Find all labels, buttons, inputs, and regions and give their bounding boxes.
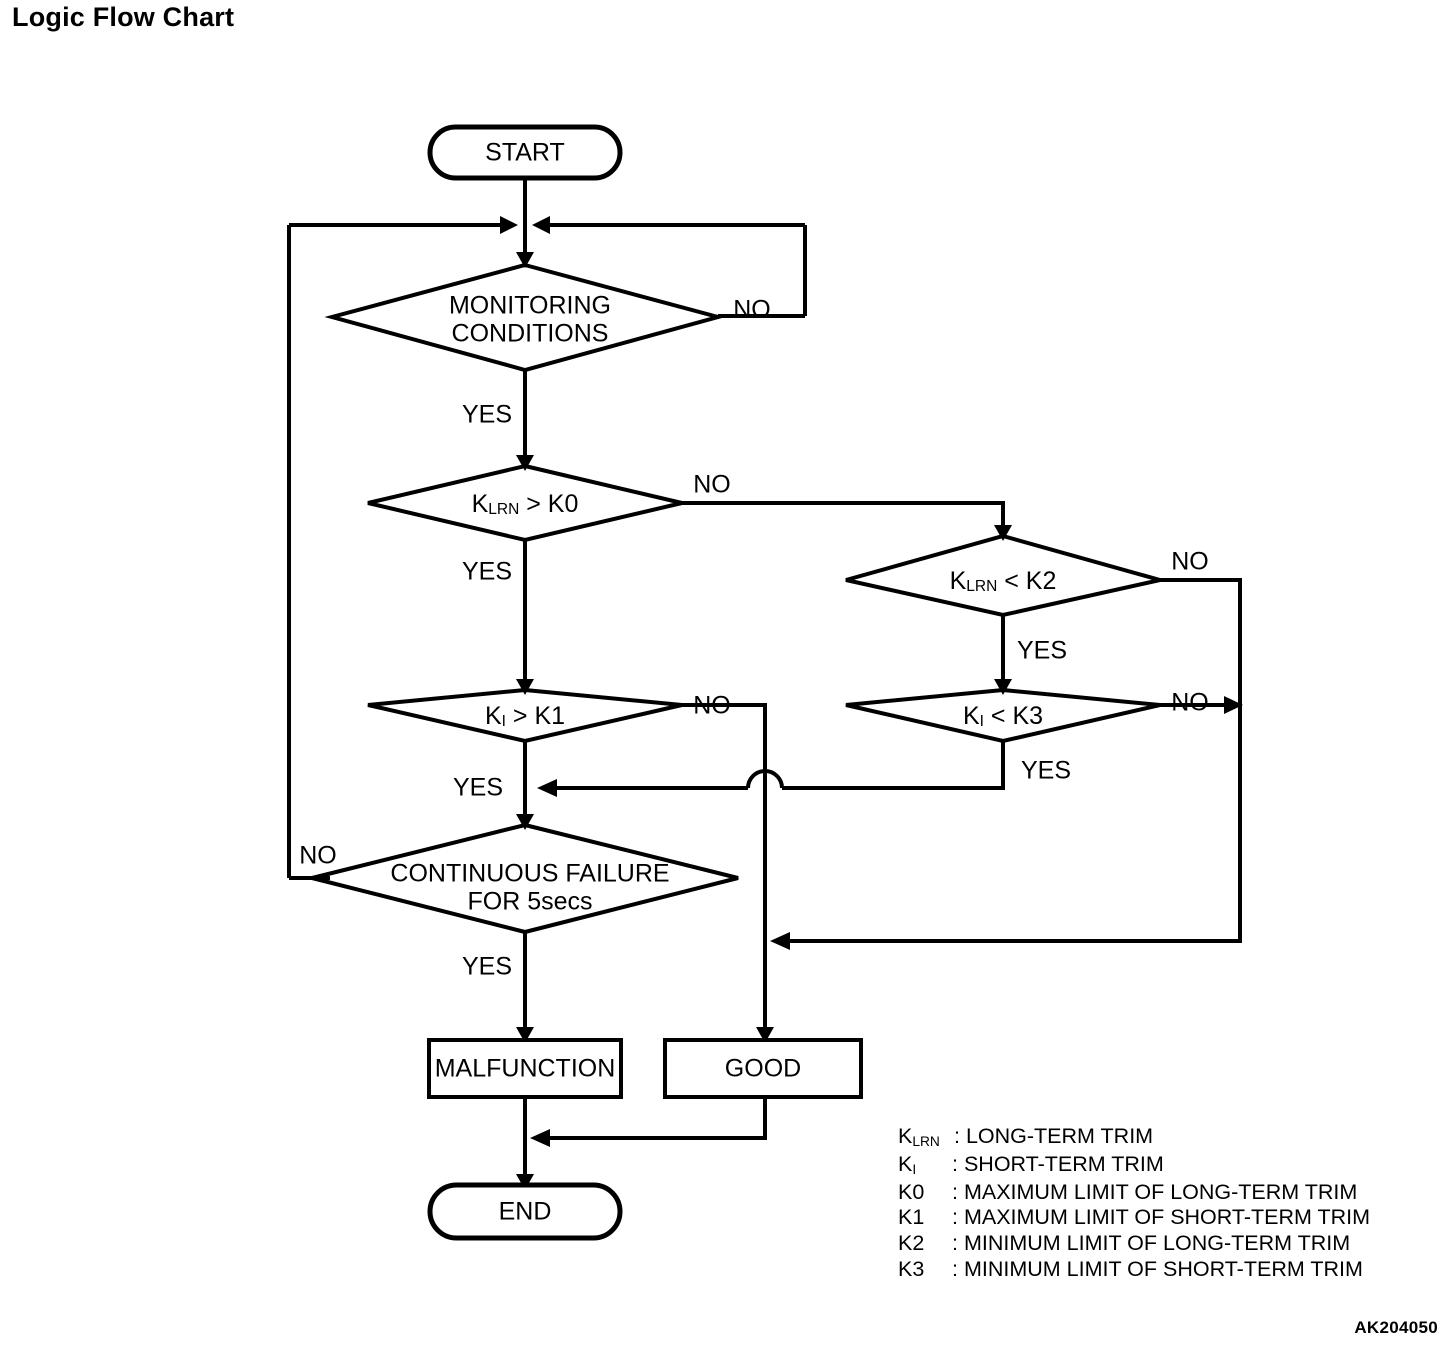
legend-symbol-subscript: I [912,1161,917,1177]
arrowhead-continuous-failure-in [516,814,534,830]
klrn-gt-k0-prefix: K [472,490,489,518]
arrowhead-klrn-k0-in [516,455,534,471]
ki-gt-k1-suffix: > K1 [506,702,565,730]
node-end-label: END [499,1198,552,1226]
node-klrn-lt-k2[interactable]: KLRN < K2 [845,533,1161,618]
ki-lt-k3-prefix: K [963,702,980,730]
node-continuous-failure[interactable]: CONTINUOUS FAILURE FOR 5secs [311,822,739,935]
arrowhead-good-in [756,1027,774,1043]
edge-klrn-k2-no [778,578,1242,943]
node-continuous-failure-label-1: CONTINUOUS FAILURE [390,860,669,888]
node-start[interactable]: START [427,124,623,181]
node-monitoring-conditions[interactable]: MONITORING CONDITIONS [324,262,726,373]
edge-label-continuous-failure-no: NO [299,842,337,870]
arrowhead-monitoring-in [516,252,534,268]
node-good-label: GOOD [725,1055,801,1083]
legend-row: K3 : MINIMUM LIMIT OF SHORT-TERM TRIM [898,1257,1370,1283]
legend-symbol: K2 [898,1231,925,1256]
edge-label-ki-k1-no: NO [693,692,731,720]
node-end[interactable]: END [427,1182,623,1241]
node-monitoring-label-1: MONITORING [449,292,611,320]
node-klrn-gt-k0-label: KLRN > K0 [472,490,579,518]
klrn-gt-k0-suffix: > K0 [519,490,578,518]
legend-row: KLRN : LONG-TERM TRIM [898,1124,1370,1152]
legend-description: : SHORT-TERM TRIM [952,1151,1164,1176]
node-start-label: START [485,139,565,167]
legend-symbol: KI [898,1151,917,1177]
edge-label-ki-k3-yes: YES [1021,757,1071,785]
ki-gt-k1-sub: I [502,713,506,730]
node-ki-gt-k1[interactable]: KI > K1 [367,687,683,744]
node-monitoring-label-2: CONDITIONS [452,320,609,348]
klrn-lt-k2-prefix: K [950,567,967,595]
arrowhead-loop-left [500,216,518,234]
legend-symbol: K3 [898,1256,925,1281]
node-continuous-failure-label-2: FOR 5secs [467,888,592,916]
legend-row: K1 : MAXIMUM LIMIT OF SHORT-TERM TRIM [898,1205,1370,1231]
page-title: Logic Flow Chart [12,2,235,32]
arrowhead-good-merge-left [770,932,790,950]
arrowhead-klrn-k2-in [994,525,1012,541]
arrowhead-end-merge [530,1129,550,1147]
legend-row: KI : SHORT-TERM TRIM [898,1152,1370,1180]
legend-description: : MAXIMUM LIMIT OF SHORT-TERM TRIM [952,1205,1371,1230]
legend-row: K0 : MAXIMUM LIMIT OF LONG-TERM TRIM [898,1180,1370,1206]
edge-label-monitoring-no: NO [733,296,771,324]
arrowhead-ki-k1-yes-merge [537,779,557,797]
node-ki-lt-k3-label: KI < K3 [963,702,1043,730]
ki-lt-k3-sub: I [980,713,984,730]
klrn-gt-k0-sub: LRN [488,501,519,518]
legend-symbol: KLRN [898,1124,940,1149]
edge-label-monitoring-yes: YES [462,401,512,429]
figure-code: AK204050 [1354,1318,1438,1337]
arrowhead-end-in [516,1174,534,1190]
node-good[interactable]: GOOD [663,1038,863,1099]
arrowhead-ki-k3-no [1224,696,1243,714]
edge-label-ki-k3-no: NO [1171,689,1209,717]
edge-label-klrn-k2-no: NO [1171,548,1209,576]
legend-symbol: K0 [898,1179,925,1204]
node-ki-lt-k3[interactable]: KI < K3 [845,687,1161,744]
edge-label-ki-k1-yes: YES [453,774,503,802]
legend-symbol-subscript: LRN [912,1134,940,1149]
edge-ki-k1-no [682,703,767,1038]
arrowhead-ki-k1-in [516,679,534,695]
legend-description: : MAXIMUM LIMIT OF LONG-TERM TRIM [952,1179,1358,1204]
edge-klrn-k0-no [682,501,1005,536]
legend-description: : MINIMUM LIMIT OF LONG-TERM TRIM [952,1231,1351,1256]
node-klrn-lt-k2-label: KLRN < K2 [950,567,1057,595]
legend-description: : LONG-TERM TRIM [954,1124,1154,1148]
arrowhead-ki-k3-in [994,679,1012,695]
edge-label-klrn-k2-yes: YES [1017,637,1067,665]
arrowhead-loop-right [532,216,550,234]
node-malfunction[interactable]: MALFUNCTION [427,1038,623,1099]
klrn-lt-k2-sub: LRN [966,578,997,595]
edge-label-continuous-failure-yes: YES [462,953,512,981]
edge-ki-k3-yes-right [782,741,1005,790]
legend-row: K2 : MINIMUM LIMIT OF LONG-TERM TRIM [898,1231,1370,1257]
node-malfunction-label: MALFUNCTION [435,1055,616,1083]
node-ki-gt-k1-label: KI > K1 [485,702,565,730]
klrn-lt-k2-suffix: < K2 [997,567,1056,595]
edge-label-klrn-k0-yes: YES [462,558,512,586]
edge-good-out [538,1097,767,1140]
node-klrn-gt-k0[interactable]: KLRN > K0 [367,463,683,543]
edge-label-klrn-k0-no: NO [693,471,731,499]
arrowhead-malfunction-in [516,1027,534,1043]
legend-description: : MINIMUM LIMIT OF SHORT-TERM TRIM [952,1256,1363,1281]
ki-gt-k1-prefix: K [485,702,502,730]
ki-lt-k3-suffix: < K3 [984,702,1043,730]
legend-symbol: K1 [898,1205,925,1230]
